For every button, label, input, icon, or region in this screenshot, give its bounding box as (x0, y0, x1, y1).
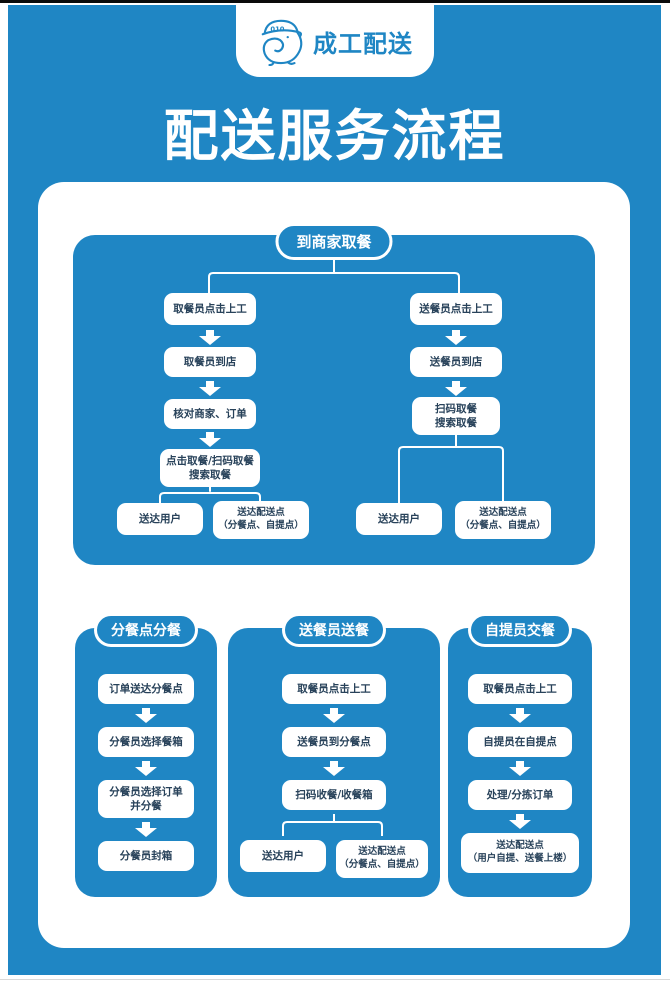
panel-divide-meals: 分餐点分餐 订单送达分餐点 分餐员选择餐箱 分餐员选择订单 并分餐 分餐员封箱 (75, 613, 217, 897)
flow-step: 自提员在自提点 (468, 727, 572, 757)
flow-leaf: 送达用户 (117, 503, 203, 535)
delivery-mascot-icon: 010 (261, 19, 303, 66)
arrow-down-icon (509, 708, 531, 723)
flow-leaf: 送达配送点 （分餐点、自提点） (213, 501, 309, 539)
flow-step: 核对商家、订单 (164, 399, 256, 429)
arrow-down-icon (445, 381, 467, 396)
arrow-down-icon (135, 761, 157, 776)
flow-step: 分餐员封箱 (98, 841, 194, 871)
flow-leaf: 送达用户 (240, 840, 326, 872)
arrow-down-icon (199, 432, 221, 447)
arrow-down-icon (199, 381, 221, 396)
panel-pickup-handover: 自提员交餐 取餐员点击上工 自提员在自提点 处理/分拣订单 送达配送点 （用户自… (448, 613, 592, 897)
flow-step: 取餐员点击上工 (282, 674, 386, 704)
page-bottom-border (0, 979, 670, 980)
flow-step: 订单送达分餐点 (98, 674, 194, 704)
flow-step: 送餐员点击上工 (410, 293, 502, 325)
arrow-down-icon (445, 330, 467, 345)
flow-step: 取餐员点击上工 (164, 293, 256, 325)
panel-deliver-meals: 送餐员送餐 取餐员点击上工 送餐员到分餐点 扫码收餐/收餐箱 送达用户 送达配送… (228, 613, 440, 897)
flow-step: 分餐员选择订单 并分餐 (98, 780, 194, 818)
panel-badge: 送餐员送餐 (282, 613, 386, 647)
flow-step: 扫码取餐 搜索取餐 (412, 397, 500, 435)
arrow-down-icon (509, 814, 531, 829)
brand-name: 成工配送 (313, 29, 413, 58)
flow-leaf: 送达用户 (356, 503, 442, 535)
arrow-down-icon (323, 708, 345, 723)
flow-step: 送达配送点 （用户自提、送餐上楼） (461, 833, 579, 873)
flow-step: 扫码收餐/收餐箱 (282, 780, 386, 810)
panel-badge: 分餐点分餐 (94, 613, 198, 647)
page-title: 配送服务流程 (163, 104, 506, 168)
flow-step: 取餐员到店 (164, 347, 256, 377)
arrow-down-icon (509, 761, 531, 776)
flow-step: 点击取餐/扫码取餐 搜索取餐 (160, 449, 260, 487)
main-flow-badge: 到商家取餐 (275, 223, 393, 260)
flow-step: 处理/分拣订单 (468, 780, 572, 810)
logo-tab: 010 成工配送 (235, 5, 434, 77)
panel-badge: 自提员交餐 (468, 613, 572, 647)
leaf-row: 送达用户 送达配送点 （分餐点、自提点） (240, 840, 428, 878)
flow-step: 分餐员选择餐箱 (98, 727, 194, 757)
arrow-down-icon (135, 708, 157, 723)
svg-text:010: 010 (270, 25, 284, 33)
flow-step: 送餐员到分餐点 (282, 727, 386, 757)
content-card: 到商家取餐 取餐员点击上工 取餐员到店 核对商家、订单 点击取餐/扫码取餐 搜索… (38, 182, 630, 948)
page-top-border (0, 0, 670, 3)
flow-leaf: 送达配送点 （分餐点、自提点） (336, 840, 428, 878)
connector-lines (282, 814, 383, 836)
flow-leaf: 送达配送点 （分餐点、自提点） (455, 501, 551, 539)
main-flow-panel: 到商家取餐 取餐员点击上工 取餐员到店 核对商家、订单 点击取餐/扫码取餐 搜索… (73, 223, 595, 565)
arrow-down-icon (323, 761, 345, 776)
arrow-down-icon (199, 330, 221, 345)
flow-step: 取餐员点击上工 (468, 674, 572, 704)
arrow-down-icon (135, 822, 157, 837)
flow-step: 送餐员到店 (410, 347, 502, 377)
poster-background: 010 成工配送 配送服务流程 到商家取餐 取餐员点击上工 取餐员到店 (8, 5, 661, 975)
